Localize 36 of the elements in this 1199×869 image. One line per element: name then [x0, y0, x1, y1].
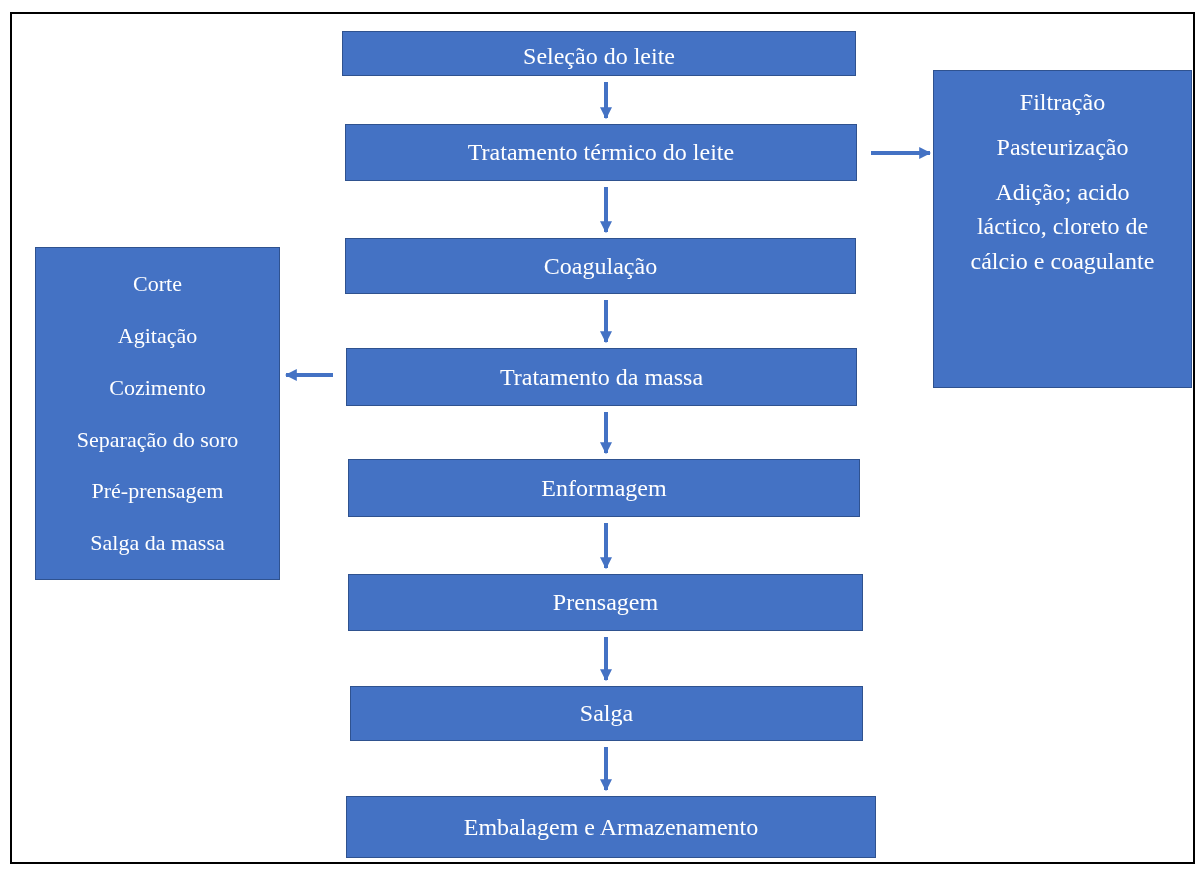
process-box — [346, 796, 876, 858]
arrow — [600, 187, 612, 234]
step-text: Separação do soro — [76, 425, 239, 454]
step-text: Agitação — [117, 321, 198, 350]
arrow — [600, 412, 612, 455]
process-box — [933, 70, 1192, 388]
process-box — [345, 124, 857, 181]
process-box — [35, 247, 280, 580]
step-text: Pré-prensagem — [91, 477, 224, 506]
step-text: Coagulação — [543, 251, 658, 281]
step-text: Prensagem — [552, 588, 659, 618]
arrow — [871, 147, 932, 159]
step-text: Salga — [579, 699, 634, 729]
process-box — [342, 31, 856, 76]
step-text: Adição; acido láctico, cloreto de cálcio e coagulante — [969, 177, 1156, 277]
arrow — [600, 300, 612, 344]
process-box — [350, 686, 863, 741]
step-text: Pasteurização — [995, 132, 1130, 162]
step-text: Corte — [133, 269, 182, 298]
process-box — [345, 238, 856, 294]
step-text: Salga da massa — [90, 529, 225, 558]
process-box — [348, 459, 860, 517]
arrow — [600, 637, 612, 682]
step-text: Cozimento — [109, 373, 206, 402]
process-box — [348, 574, 863, 631]
arrow — [600, 82, 612, 120]
arrow — [600, 747, 612, 792]
arrow — [600, 523, 612, 570]
step-text: Tratamento da massa — [499, 362, 704, 392]
step-text: Enformagem — [541, 473, 667, 503]
step-text: Embalagem e Armazenamento — [463, 812, 759, 842]
process-box — [346, 348, 857, 406]
arrow — [284, 369, 333, 381]
step-text: Tratamento térmico do leite — [467, 138, 735, 168]
step-text: Seleção do leite — [523, 42, 675, 72]
step-text: Filtração — [1018, 88, 1107, 117]
